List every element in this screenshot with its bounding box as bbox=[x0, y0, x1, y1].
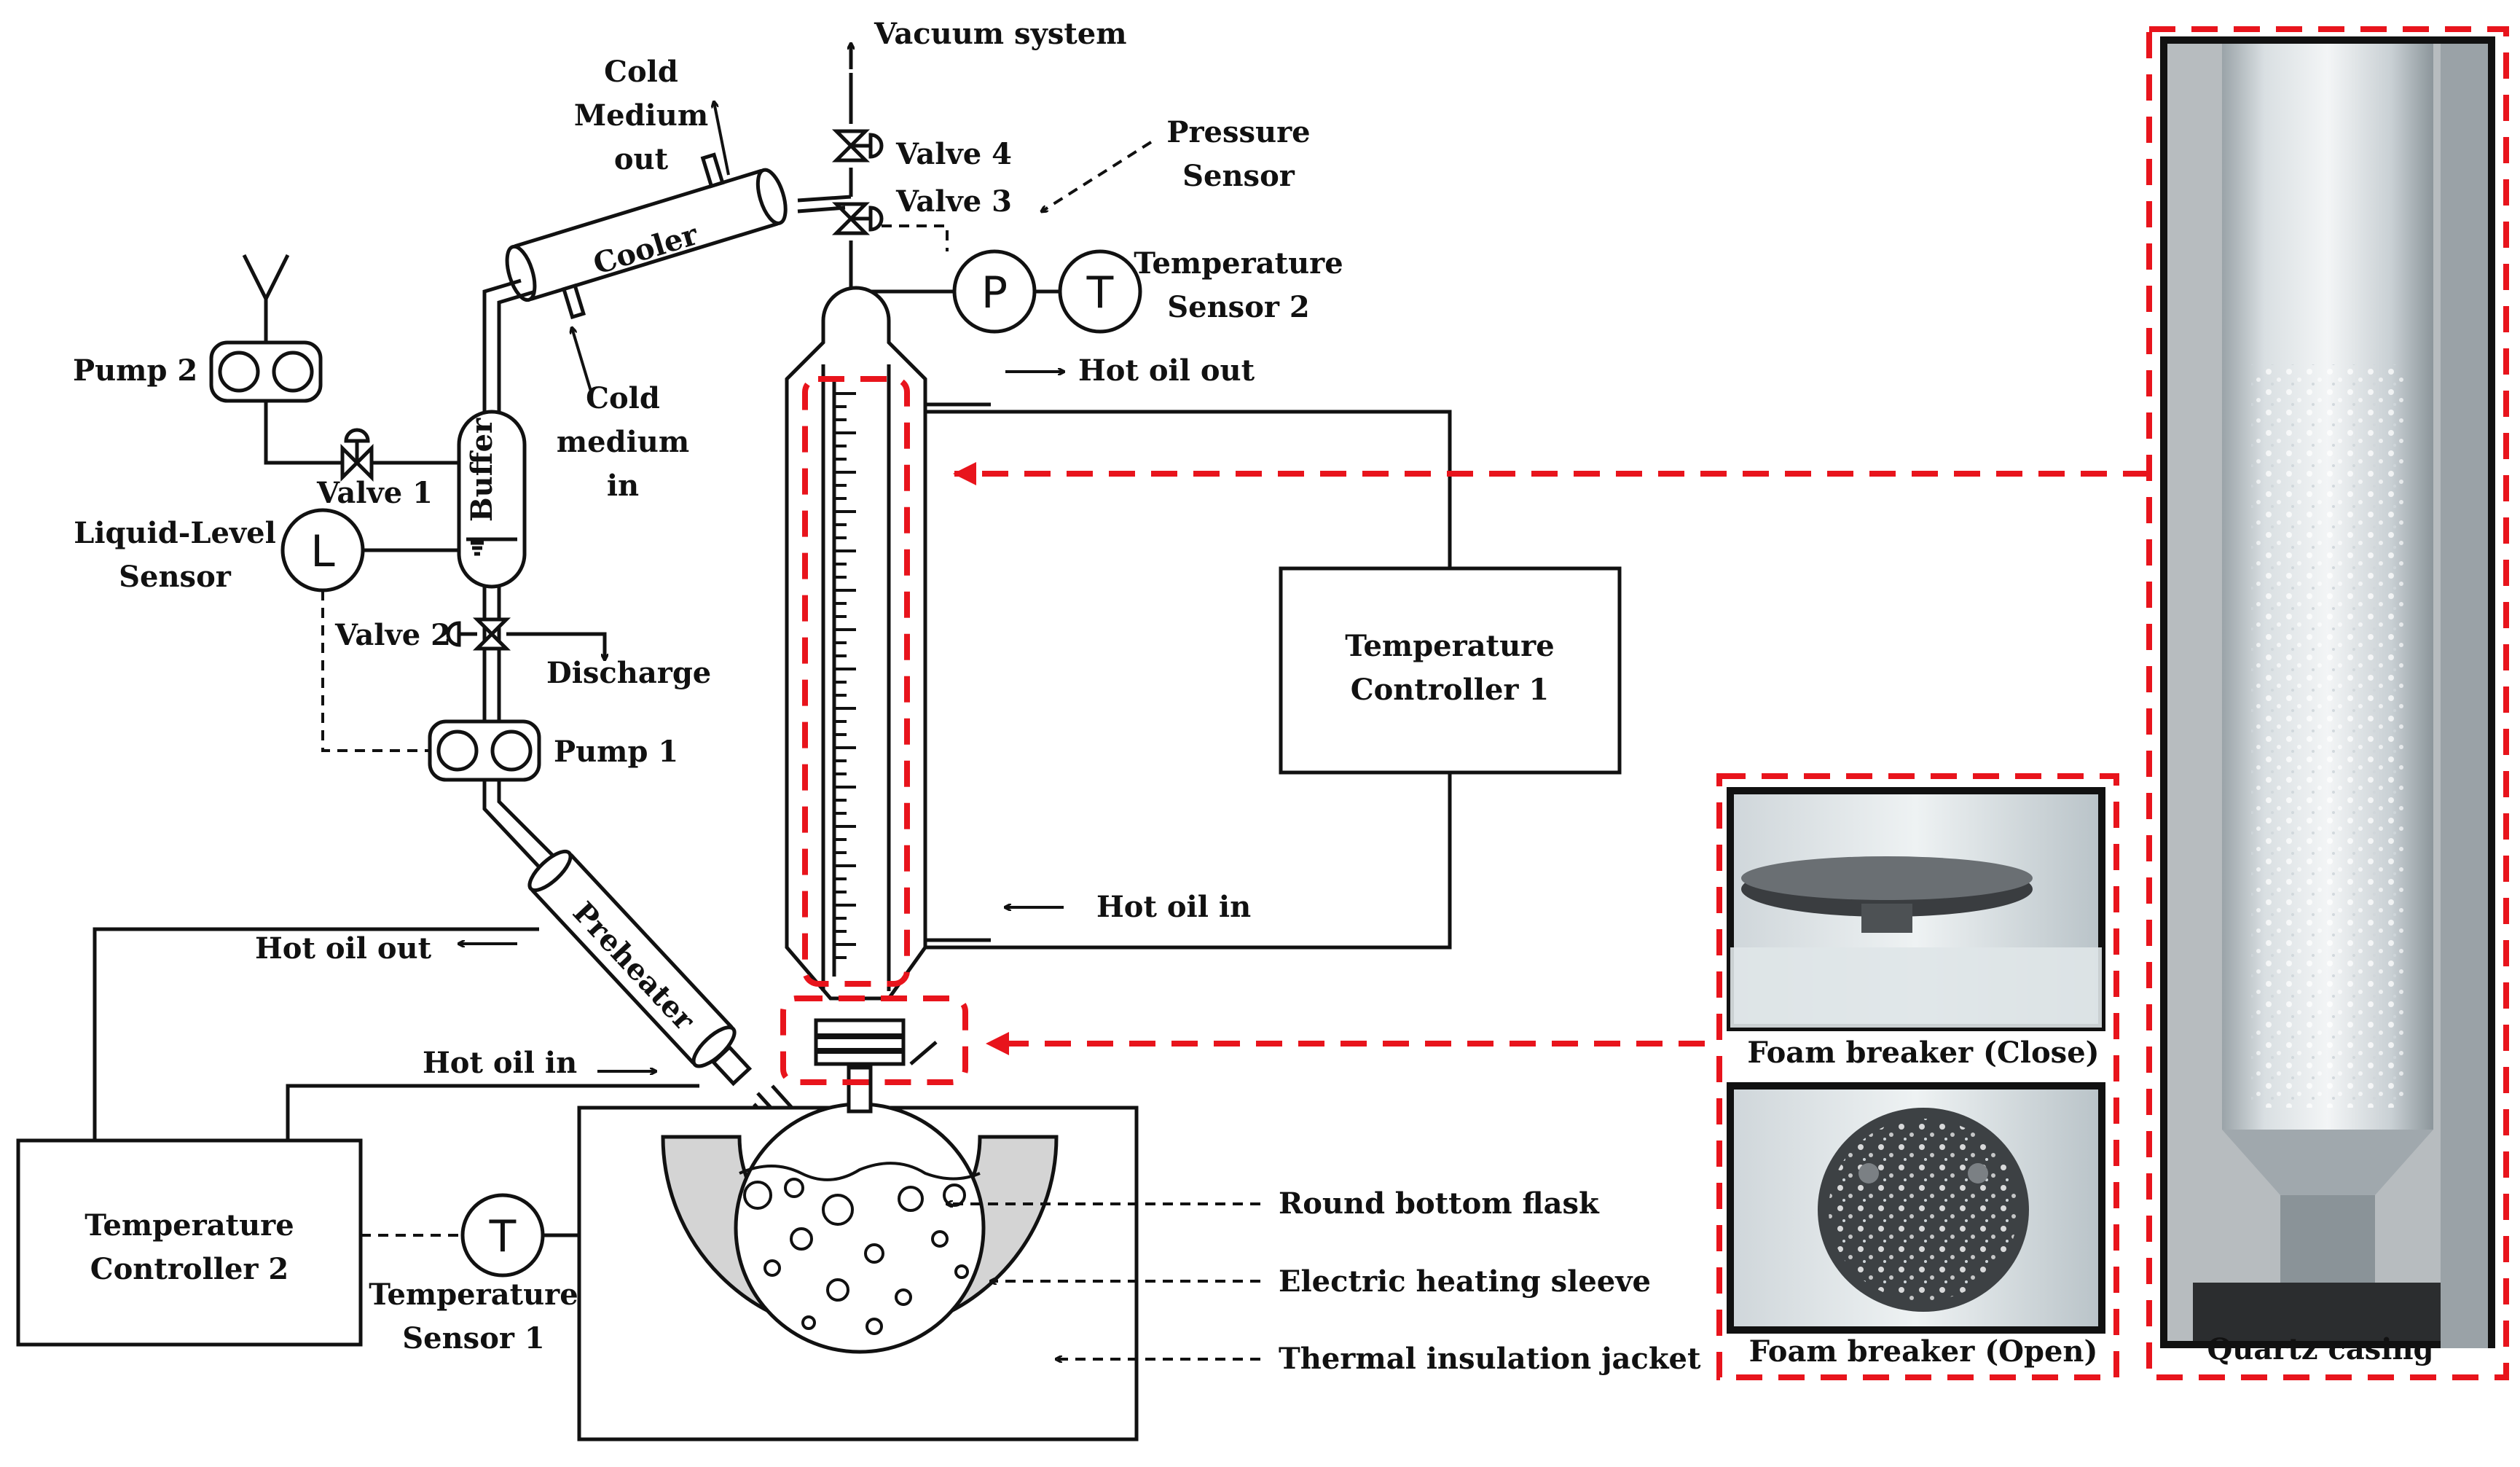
level-control-signal bbox=[321, 590, 430, 752]
temperature-symbol-2: T bbox=[1086, 267, 1114, 318]
distillation-column bbox=[785, 286, 938, 1066]
pump-1-label: Pump 1 bbox=[554, 735, 678, 769]
buffer-label: Buffer bbox=[465, 418, 499, 522]
red-callouts bbox=[780, 26, 2509, 1380]
pressure-sensor-label-2: Sensor bbox=[1182, 159, 1295, 193]
pump-2-icon bbox=[209, 340, 323, 403]
vacuum-system-label: Vacuum system bbox=[874, 17, 1127, 51]
foam-breaker-open-label: Foam breaker (Open) bbox=[1749, 1334, 2098, 1369]
preheater-label: Preheater bbox=[566, 896, 702, 1038]
foam-breaker-open-photo bbox=[1727, 1082, 2105, 1334]
temperature-sensor-2-label-1: Temperature bbox=[1134, 246, 1343, 281]
temperature-controller-1-label-1: Temperature bbox=[1345, 629, 1554, 663]
pump-1-icon bbox=[428, 719, 541, 782]
cold-medium-out-label-2: Medium bbox=[574, 98, 708, 133]
hot-oil-out-left-label: Hot oil out bbox=[255, 931, 432, 966]
flask-bubbles bbox=[743, 1178, 969, 1335]
pump-2-label: Pump 2 bbox=[73, 353, 197, 388]
valve-3-icon bbox=[831, 202, 884, 235]
valve-4-icon bbox=[831, 129, 884, 163]
pressure-sensor-label-1: Pressure bbox=[1166, 115, 1310, 149]
hot-oil-in-right-label: Hot oil in bbox=[1096, 890, 1251, 924]
foam-breaker-close-label: Foam breaker (Close) bbox=[1747, 1036, 2099, 1070]
flask-pointers bbox=[947, 1204, 1260, 1359]
pump-2-inlet bbox=[242, 254, 459, 465]
vacuum-line bbox=[851, 44, 1060, 306]
valve-1-icon bbox=[340, 428, 374, 482]
temperature-sensor-2-label-2: Sensor 2 bbox=[1167, 290, 1309, 324]
cooler bbox=[505, 152, 852, 320]
hot-oil-out-top-label: Hot oil out bbox=[1078, 353, 1255, 388]
quartz-casing-photo bbox=[2160, 36, 2495, 1348]
column-scale-ticks bbox=[834, 392, 856, 959]
foam-breaker-close-photo bbox=[1727, 787, 2105, 1031]
temperature-sensor-1-label-1: Temperature bbox=[369, 1278, 578, 1312]
pressure-symbol: P bbox=[981, 267, 1008, 318]
liquid-level-sensor-label-2: Sensor bbox=[119, 560, 232, 594]
valve-2-label: Valve 2 bbox=[334, 618, 451, 652]
temperature-controller-1-label-2: Controller 1 bbox=[1351, 673, 1550, 707]
temperature-symbol-1: T bbox=[489, 1211, 517, 1262]
valve-4-label: Valve 4 bbox=[895, 137, 1012, 171]
buffer-vessel bbox=[457, 410, 527, 589]
discharge-label: Discharge bbox=[546, 656, 711, 690]
pressure-sensor-pointer bbox=[1042, 141, 1153, 211]
cold-medium-in-label-1: Cold bbox=[586, 381, 660, 415]
cold-medium-out-label-1: Cold bbox=[604, 55, 678, 89]
cold-medium-out-label-3: out bbox=[614, 142, 669, 176]
cold-medium-in-label-2: medium bbox=[557, 425, 689, 459]
valve3-signal-line bbox=[882, 224, 949, 251]
liquid-level-symbol: L bbox=[310, 526, 335, 577]
hot-oil-in-left-label: Hot oil in bbox=[423, 1046, 577, 1080]
valve-2-icon bbox=[446, 617, 511, 651]
liquid-level-sensor-label-1: Liquid-Level bbox=[74, 516, 276, 550]
temperature-controller-2-label-1: Temperature bbox=[85, 1208, 294, 1243]
temperature-sensor-1-label-2: Sensor 1 bbox=[402, 1321, 544, 1355]
round-bottom-flask bbox=[734, 1102, 986, 1354]
temperature-controller-2-label-2: Controller 2 bbox=[90, 1252, 289, 1286]
quartz-casing-label: Quartz casing bbox=[2207, 1332, 2433, 1366]
thermal-insulation-jacket-label: Thermal insulation jacket bbox=[1279, 1342, 1701, 1376]
cold-medium-in-label-3: in bbox=[607, 469, 639, 503]
valve-3-label: Valve 3 bbox=[895, 184, 1012, 219]
temperature-sensor-2-icon bbox=[1058, 249, 1142, 334]
temperature-controller-2 bbox=[16, 1138, 363, 1347]
temperature-controller-1 bbox=[1279, 566, 1622, 775]
valve-1-label: Valve 1 bbox=[316, 476, 433, 510]
electric-heating-sleeve-label: Electric heating sleeve bbox=[1279, 1264, 1651, 1299]
round-bottom-flask-label: Round bottom flask bbox=[1279, 1186, 1600, 1221]
